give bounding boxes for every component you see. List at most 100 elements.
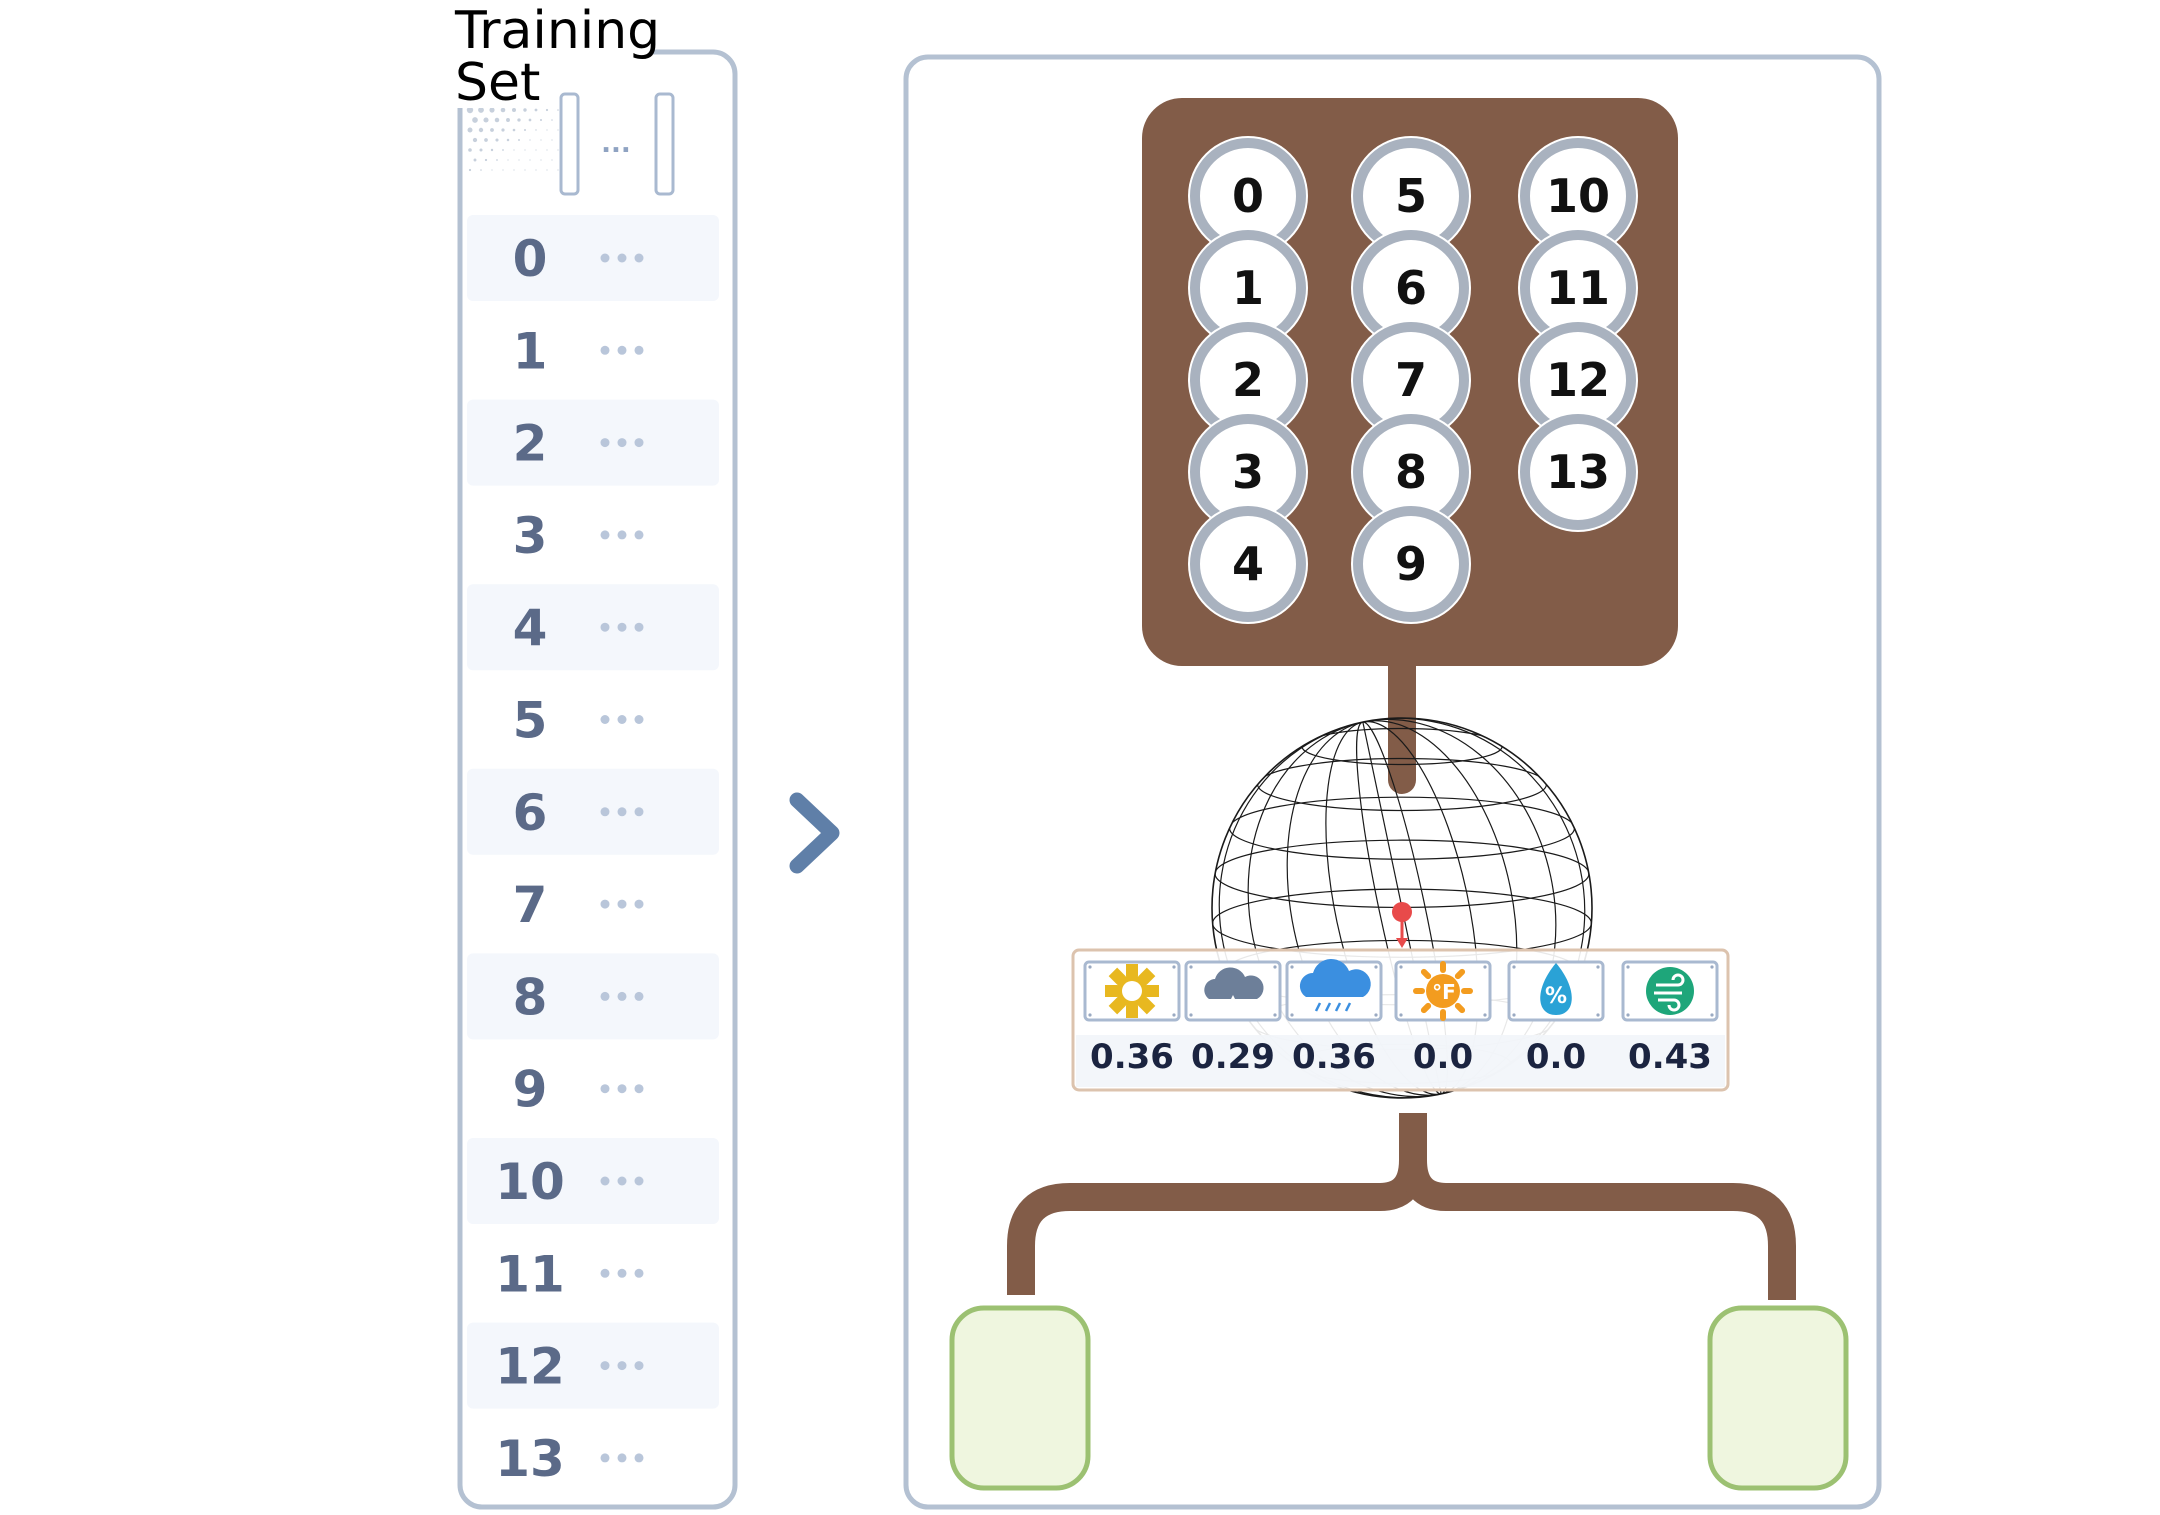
title-backdrop (452, 0, 652, 108)
row-stripe (467, 215, 719, 301)
feature-value: 0.0 (1526, 1037, 1586, 1077)
table-row: 6 (467, 768, 719, 855)
more-dots-icon (600, 622, 644, 632)
feature-value: 0.36 (1292, 1037, 1376, 1077)
halftone-dot (518, 159, 520, 161)
ball-label: 10 (1546, 169, 1610, 223)
halftone-dot (479, 148, 483, 152)
ball-label: 6 (1395, 261, 1427, 315)
row-label: 11 (495, 1245, 565, 1303)
feature-value: 0.29 (1191, 1037, 1275, 1077)
halftone-dot (557, 109, 559, 111)
halftone-dot (513, 169, 515, 171)
halftone-dot (506, 138, 510, 142)
sample-ball: 11 (1518, 228, 1638, 348)
column-header-last (654, 92, 675, 196)
halftone-dot (539, 118, 543, 122)
halftone-dot (529, 159, 531, 161)
halftone-dot (484, 158, 488, 162)
halftone-dot (507, 159, 509, 161)
ball-label: 3 (1232, 445, 1264, 499)
halftone-dot (478, 127, 484, 133)
feature-item: 0.36 (1083, 960, 1181, 1077)
row-stripe (467, 1322, 719, 1409)
halftone-dot (500, 107, 506, 113)
row-label: 2 (513, 415, 548, 473)
row-label: 4 (513, 599, 548, 657)
table-row: 7 (513, 876, 644, 934)
row-stripe (467, 953, 719, 1040)
halftone-dot (528, 118, 532, 122)
more-dots-icon (600, 991, 644, 1001)
table-row: 5 (513, 692, 644, 750)
halftone-dot (472, 117, 478, 123)
halftone-dot (472, 137, 478, 143)
sun-icon (1105, 964, 1159, 1018)
cloud-rain-icon (1204, 967, 1264, 1013)
more-dots-icon (600, 715, 644, 724)
halftone-dot (524, 129, 526, 131)
svg-text:°F: °F (1432, 980, 1456, 1004)
more-dots-icon (600, 345, 644, 355)
row-label: 13 (495, 1430, 565, 1488)
halftone-dot (545, 108, 549, 112)
ball-label: 8 (1395, 445, 1427, 499)
row-label: 7 (513, 876, 548, 934)
temperature-f-icon: °F (1413, 961, 1473, 1021)
halftone-dot (513, 149, 515, 151)
halftone-dot (524, 169, 526, 171)
halftone-dot (490, 128, 494, 132)
halftone-dot (512, 108, 516, 112)
sample-ball: 5 (1351, 136, 1471, 256)
row-label: 0 (513, 230, 548, 288)
humidity-drop-icon: % (1540, 963, 1572, 1015)
halftone-dot (546, 169, 548, 171)
halftone-dot (502, 149, 504, 151)
ball-label: 1 (1232, 261, 1264, 315)
halftone-dot (535, 129, 537, 131)
halftone-dot (473, 158, 477, 162)
more-dots-icon (600, 899, 644, 909)
table-row: 9 (513, 1061, 644, 1119)
halftone-dot (529, 139, 531, 141)
halftone-dot (483, 117, 489, 123)
table-row: 0 (467, 215, 719, 301)
halftone-dot (467, 127, 473, 133)
halftone-dot (466, 106, 474, 114)
halftone-dot (535, 169, 537, 171)
halftone-dot (523, 108, 527, 112)
more-dots-icon (600, 1176, 644, 1186)
svg-text:%: % (1545, 984, 1567, 1009)
row-stripe (467, 399, 719, 486)
feature-item: 0.43 (1621, 960, 1719, 1077)
feature-value: 0.0 (1413, 1037, 1473, 1077)
sample-ball: 9 (1351, 504, 1471, 624)
table-row: 1 (513, 322, 644, 380)
halftone-dot (506, 118, 510, 122)
ball-label: 7 (1395, 353, 1427, 407)
halftone-dot (557, 149, 559, 151)
halftone-dot (535, 149, 537, 151)
halftone-decoration (466, 106, 564, 172)
more-dots-icon (600, 1268, 644, 1278)
more-dots-icon (600, 530, 644, 540)
halftone-dot (546, 129, 548, 131)
right-leaf-node (1707, 1305, 1849, 1491)
halftone-dot (468, 148, 472, 152)
halftone-dot (551, 119, 553, 121)
feature-item: % 0.0 (1507, 960, 1605, 1077)
halftone-dot (491, 169, 493, 171)
table-row: 13 (495, 1430, 644, 1488)
ball-label: 0 (1232, 169, 1264, 223)
table-row: 12 (467, 1322, 719, 1409)
halftone-dot (478, 107, 484, 113)
table-row: 11 (495, 1245, 644, 1303)
row-label: 6 (513, 784, 548, 842)
halftone-dot (496, 159, 498, 161)
table-row: 2 (467, 399, 719, 486)
right-branch (1399, 1118, 1796, 1300)
